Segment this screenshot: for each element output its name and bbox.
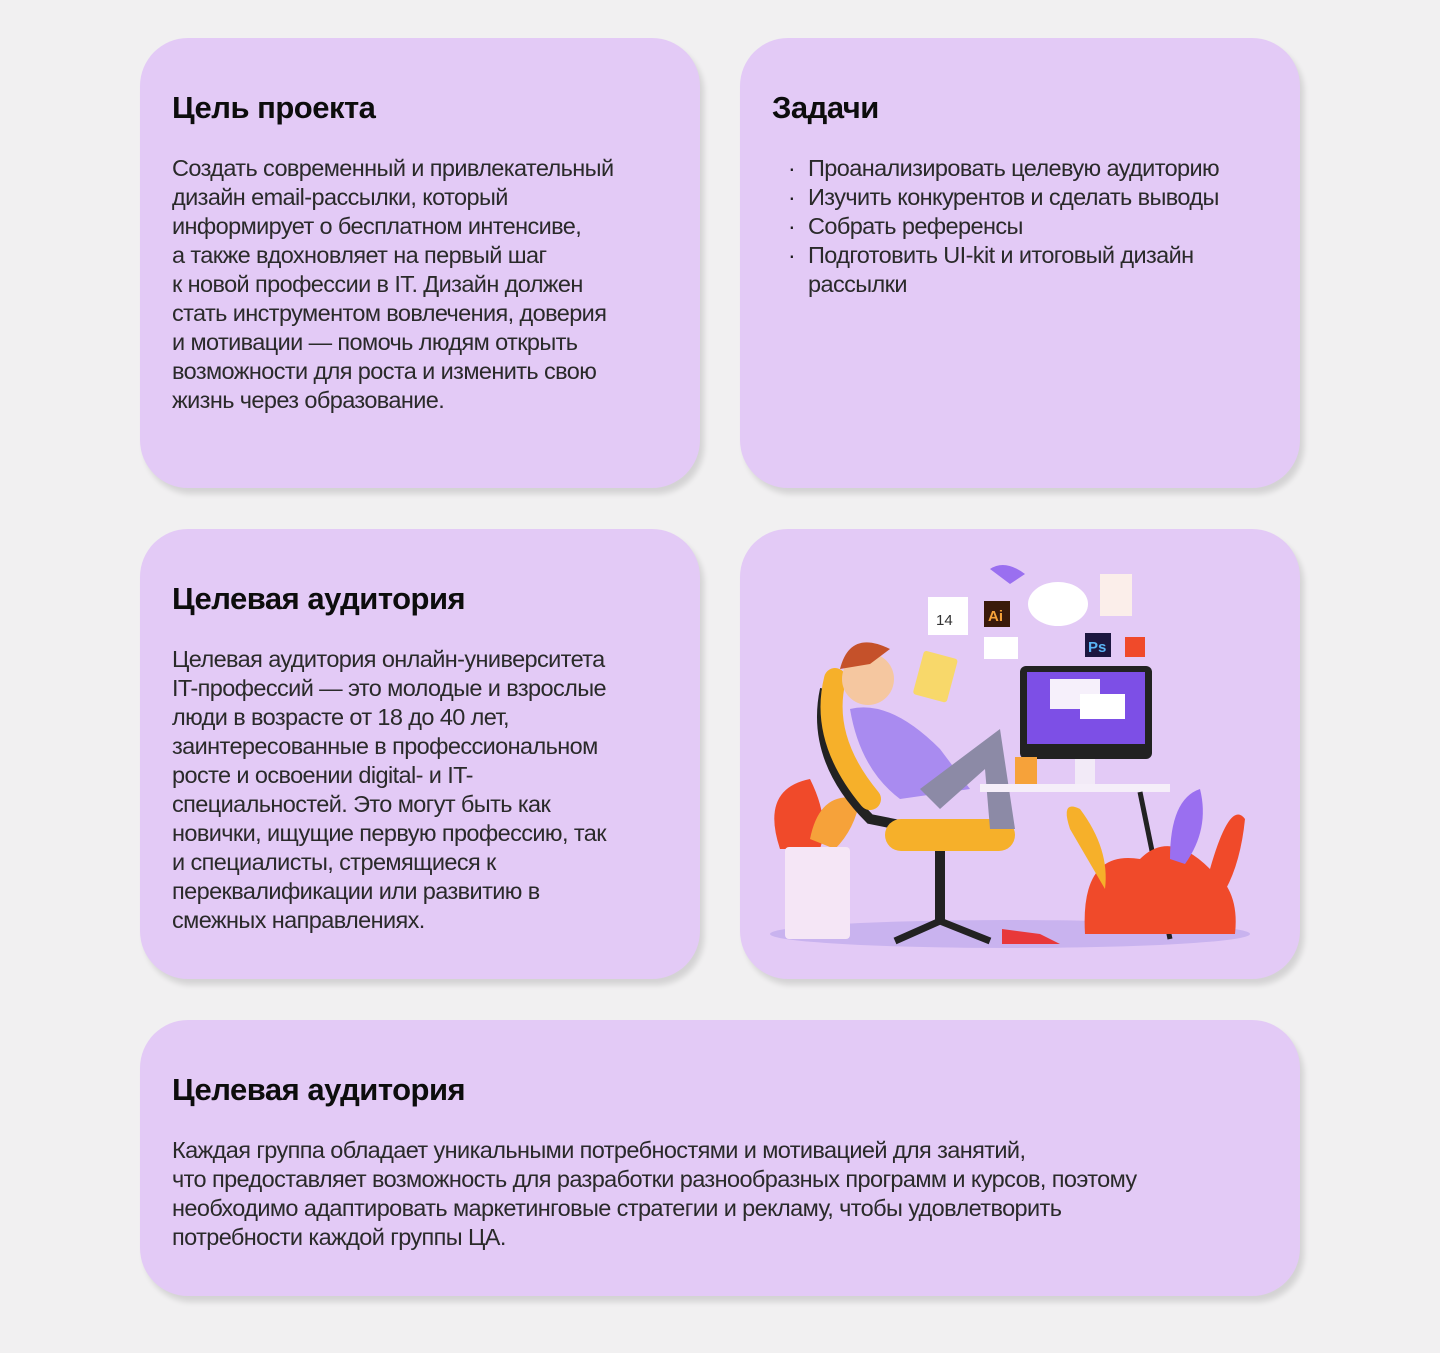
- text-line: информирует о бесплатном интенсиве,: [172, 213, 582, 239]
- list-item: Подготовить UI-kit и итоговый дизайн расс…: [776, 241, 1268, 299]
- list-item: Проанализировать целевую аудиторию: [776, 154, 1268, 183]
- leaf-icon: [810, 797, 860, 849]
- plant-pot: [785, 847, 850, 939]
- text-line: новички, ищущие первую профессию, так: [172, 820, 606, 846]
- shoe: [1002, 929, 1060, 944]
- calendar-icon: [928, 597, 968, 635]
- text-line: Целевая аудитория онлайн-университета: [172, 646, 605, 672]
- chair-pole: [935, 851, 945, 921]
- monitor-stand: [1075, 759, 1095, 784]
- text-line: потребности каждой группы ЦА.: [172, 1224, 506, 1250]
- text-line: Подготовить UI-kit и итоговый дизайн: [808, 242, 1194, 268]
- leaf-icon: [1210, 814, 1245, 899]
- illustrator-icon: [984, 601, 1010, 627]
- text-line: жизнь через образование.: [172, 387, 445, 413]
- text-line: и мотивации — помочь людям открыть: [172, 329, 578, 355]
- groups-text: Каждая группа обладает уникальными потре…: [172, 1136, 1268, 1252]
- designer-illustration: 14 Ai Ps: [770, 565, 1250, 948]
- text-line: Проанализировать целевую аудиторию: [808, 155, 1220, 181]
- text-line: необходимо адаптировать маркетинговые ст…: [172, 1195, 1062, 1221]
- envelope-icon: [984, 637, 1018, 659]
- desk: [980, 784, 1170, 792]
- text-line: Создать современный и привлекательный: [172, 155, 614, 181]
- photoshop-icon: [1085, 633, 1111, 657]
- text-line: Собрать референсы: [808, 213, 1023, 239]
- text-line: Изучить конкурентов и сделать выводы: [808, 184, 1219, 210]
- list-item: Изучить конкурентов и сделать выводы: [776, 183, 1268, 212]
- text-line: смежных направлениях.: [172, 907, 425, 933]
- text-line: люди в возрасте от 18 до 40 лет,: [172, 704, 510, 730]
- chair-base: [893, 917, 992, 945]
- leaf-icon: [1066, 806, 1106, 889]
- illustration-card: 14 Ai Ps: [740, 529, 1300, 979]
- document-icon: [1100, 574, 1132, 616]
- audience-title: Целевая аудитория: [172, 581, 466, 616]
- pencil-cup: [1015, 757, 1037, 784]
- text-line: Каждая группа обладает уникальными потре…: [172, 1137, 1026, 1163]
- text-line: рассылки: [808, 271, 907, 297]
- bush: [1084, 846, 1236, 934]
- screen-window: [1080, 694, 1125, 719]
- groups-title: Целевая аудитория: [172, 1072, 466, 1107]
- chair-seat: [885, 819, 1015, 851]
- text-line: дизайн email-рассылки, который: [172, 184, 508, 210]
- goal-title: Цель проекта: [172, 90, 376, 125]
- tasks-list: Проанализировать целевую аудиторию Изучи…: [772, 154, 1268, 299]
- speech-bubble-icon: [1028, 582, 1088, 626]
- text-line: росте и освоении digital- и IT-: [172, 762, 473, 788]
- leaf-icon: [1170, 789, 1203, 864]
- goal-text: Создать современный и привлекательный ди…: [172, 154, 668, 415]
- list-icon: [1125, 637, 1145, 657]
- ps-label: Ps: [1088, 639, 1106, 656]
- bird-icon: [990, 565, 1025, 584]
- audience-text: Целевая аудитория онлайн-университета IT…: [172, 645, 668, 935]
- ai-label: Ai: [988, 608, 1003, 625]
- leaf-icon: [774, 779, 824, 849]
- text-line: что предоставляет возможность для разраб…: [172, 1166, 1137, 1192]
- book: [913, 651, 958, 703]
- calendar-day: 14: [936, 612, 953, 629]
- groups-card: Целевая аудитория Каждая группа обладает…: [140, 1020, 1300, 1296]
- text-line: переквалификации или развитию в: [172, 878, 540, 904]
- text-line: специальностей. Это могут быть как: [172, 791, 551, 817]
- text-line: и специалисты, стремящиеся к: [172, 849, 496, 875]
- text-line: стать инструментом вовлечения, доверия: [172, 300, 607, 326]
- text-line: а также вдохновляет на первый шаг: [172, 242, 547, 268]
- goal-card: Цель проекта Создать современный и привл…: [140, 38, 700, 488]
- tasks-card: Задачи Проанализировать целевую аудитори…: [740, 38, 1300, 488]
- text-line: заинтересованные в профессиональном: [172, 733, 598, 759]
- chair-cushion: [820, 668, 881, 810]
- text-line: IT-профессий — это молодые и взрослые: [172, 675, 607, 701]
- text-line: возможности для роста и изменить свою: [172, 358, 597, 384]
- person-legs: [920, 729, 1015, 829]
- audience-card: Целевая аудитория Целевая аудитория онла…: [140, 529, 700, 979]
- text-line: к новой профессии в IT. Дизайн должен: [172, 271, 583, 297]
- tasks-title: Задачи: [772, 90, 879, 125]
- list-item: Собрать референсы: [776, 212, 1268, 241]
- person-hair: [840, 642, 890, 669]
